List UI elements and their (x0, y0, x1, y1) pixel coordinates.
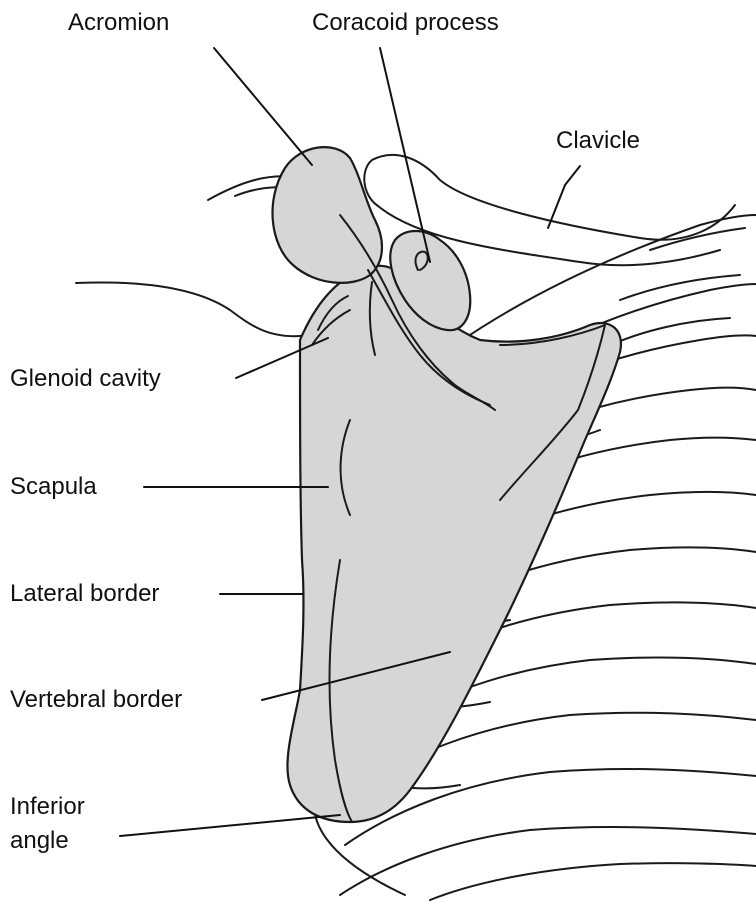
label-inferior-angle-line1: Inferior (10, 790, 85, 824)
rib-line (340, 827, 756, 895)
inferior-angle-leader (120, 815, 340, 836)
label-scapula: Scapula (10, 470, 97, 504)
label-vertebral-border: Vertebral border (10, 683, 182, 717)
label-coracoid-process: Coracoid process (312, 6, 499, 40)
acromion-leader (214, 48, 312, 165)
rib-line (430, 863, 756, 900)
label-lateral-border: Lateral border (10, 577, 159, 611)
scapula-body (287, 266, 621, 822)
label-inferior-angle-line2: angle (10, 824, 69, 858)
label-clavicle: Clavicle (556, 124, 640, 158)
label-glenoid-cavity: Glenoid cavity (10, 362, 161, 396)
clavicle-leader (548, 166, 580, 228)
label-acromion: Acromion (68, 6, 169, 40)
